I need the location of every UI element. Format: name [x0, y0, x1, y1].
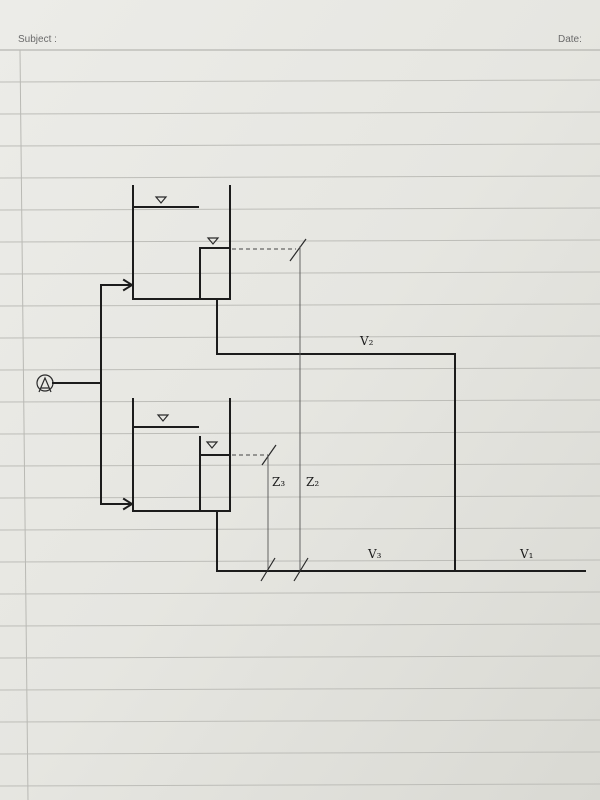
ruled-line — [0, 207, 600, 211]
water-level-marker-icon — [154, 196, 168, 204]
ruled-line — [0, 143, 600, 147]
label-v1: V₁ — [519, 547, 533, 561]
ruled-line — [0, 111, 600, 115]
ruled-line — [0, 687, 600, 691]
ruled-line — [0, 175, 600, 179]
pipe-network-diagram: V₂ V₃ V₁ Z₃ Z₂ — [36, 185, 586, 582]
pipe-v2 — [216, 298, 456, 572]
ruled-line — [0, 783, 600, 787]
ruled-line — [0, 591, 600, 595]
water-level-marker-icon — [156, 414, 170, 422]
datum-tick-z2 — [293, 557, 309, 582]
subject-label: Subject : — [18, 34, 57, 45]
label-z2: Z₂ — [306, 475, 319, 489]
ruled-line — [0, 719, 600, 723]
lower-level-tick — [261, 444, 277, 466]
date-label: Date: — [558, 34, 582, 45]
ruled-line — [0, 623, 600, 627]
ruled-line — [0, 655, 600, 659]
lower-tank — [132, 398, 277, 512]
label-v3: V₃ — [367, 547, 382, 561]
margin-line — [19, 49, 29, 800]
datum-tick-z3 — [260, 557, 276, 582]
water-level-marker-icon — [206, 237, 220, 245]
label-z3: Z₃ — [272, 475, 285, 489]
upper-tank — [132, 185, 307, 300]
ruled-line — [0, 751, 600, 755]
upper-level-tick — [289, 238, 307, 262]
ruled-line — [0, 79, 600, 83]
ruled-line — [0, 239, 600, 243]
label-v2: V₂ — [359, 334, 374, 348]
water-level-marker-icon — [205, 441, 219, 449]
pipe-v3-v1 — [216, 510, 586, 572]
